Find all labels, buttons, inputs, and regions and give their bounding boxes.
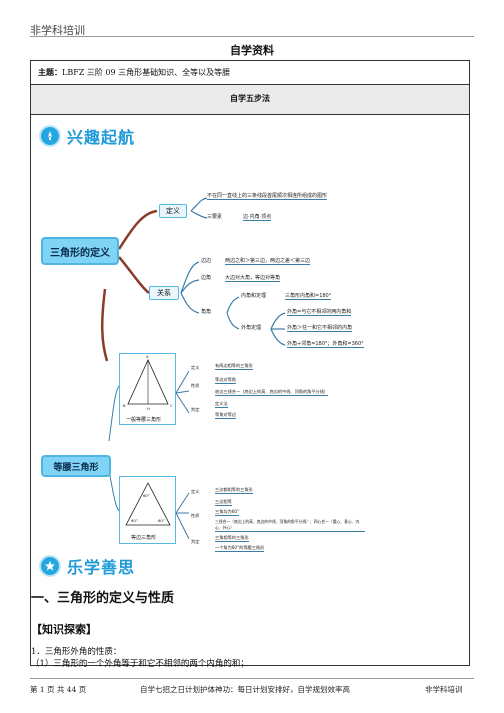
node-definition: 定义 xyxy=(159,204,187,218)
side-angle-label: 边角 xyxy=(201,275,212,281)
isosceles-figure: A B C H 一般等腰三角形 xyxy=(119,353,176,425)
mindmap-lines xyxy=(100,197,286,540)
eq-def-text: 三边都相等的三角形 xyxy=(215,487,253,494)
node-isosceles: 等腰三角形 xyxy=(41,455,111,477)
iso-prop-1: 等边对等角 xyxy=(215,377,236,384)
tri-label-b: B xyxy=(123,403,126,408)
header-brand: 非学科培训 xyxy=(30,24,85,37)
iso-def-text: 有两边相等的三角形 xyxy=(215,363,253,370)
iso-prop: 性质 xyxy=(191,383,200,388)
paragraph-1: 1．三角形外角的性质： xyxy=(31,647,122,657)
banner-think: 乐学善思 xyxy=(39,553,135,579)
rocket-icon xyxy=(39,125,61,147)
outer-1: 外角=与它不相邻的两内角和 xyxy=(287,309,352,316)
section-title: 一、三角形的定义与性质 xyxy=(31,591,175,606)
iso-def: 定义 xyxy=(191,365,200,370)
side-text: 两边之和＞第三边，两边之差＜第三边 xyxy=(225,258,311,265)
eq-prop-3: 三线合一（底边上的高、底边的中线、顶角的角平分线）；四心合一（重心、垂心、内心、… xyxy=(215,519,365,532)
star-icon xyxy=(39,555,61,577)
angle-label: 角角 xyxy=(201,309,212,315)
side-angle-text: 大边对大角，等边对等角 xyxy=(225,275,281,282)
angle-top: 60° xyxy=(143,493,150,498)
topic-row: 主题：LBFZ 三阶 09 三角形基础知识、全等以及等腰 xyxy=(31,61,469,85)
angle-right: 60° xyxy=(158,518,165,523)
eq-judge-2: 一个角为60°的等腰三角形 xyxy=(215,545,265,552)
footer-page: 第 1 页 共 44 页 xyxy=(30,685,87,694)
eq-judge: 判定 xyxy=(191,539,200,544)
outer-2: 外角＞任一和它不相邻的内角 xyxy=(287,325,353,332)
elements-text: 边·内角·顶点 xyxy=(243,214,272,221)
footer-rule xyxy=(30,678,474,679)
equilateral-figure: 60° 60° 60° 等边三角形 xyxy=(119,476,176,544)
banner-think-text: 乐学善思 xyxy=(67,558,136,577)
paragraph-2: （1）三角形的一个外角等于和它不相邻的两个内角的和； xyxy=(31,659,249,669)
doc-title: 自学资料 xyxy=(230,44,274,57)
topic-label: 主题： xyxy=(38,67,62,77)
topic-text: LBFZ 三阶 09 三角形基础知识、全等以及等腰 xyxy=(62,68,231,77)
banner-interest-text: 兴趣起航 xyxy=(67,128,136,147)
steps-row: 自学五步法 xyxy=(31,85,469,115)
tri-label-a: A xyxy=(146,354,149,359)
eq-caption: 等边三角形 xyxy=(131,535,157,541)
angle-left: 60° xyxy=(131,518,138,523)
footer-brand: 非学科培训 xyxy=(425,685,463,694)
iso-prop-2: 底边三线合一（底边上的高、底边的中线、顶角的角平分线） xyxy=(215,389,329,396)
iso-judge-1: 定义法 xyxy=(215,401,228,408)
side-label: 边边 xyxy=(201,258,212,264)
iso-judge: 判定 xyxy=(191,407,200,412)
eq-prop-1: 三边相等 xyxy=(215,499,232,506)
outer-label: 外角定理 xyxy=(241,325,262,331)
content-frame: 主题：LBFZ 三阶 09 三角形基础知识、全等以及等腰 自学五步法 兴趣起航 xyxy=(30,60,470,669)
tri-label-c: C xyxy=(170,403,173,408)
outer-3: 外角+邻角=180°；外角和=360° xyxy=(287,341,364,348)
iso-judge-2: 等角对等边 xyxy=(215,412,236,419)
node-relation: 关系 xyxy=(149,286,179,300)
inner-label: 内角和定理 xyxy=(241,293,267,299)
tri-label-h: H xyxy=(147,406,150,411)
def-text: 不在同一直线上的三条线段首尾顺次相连所组成的图形 xyxy=(207,193,328,200)
knowledge-title: 【知识探索】 xyxy=(31,623,97,636)
eq-prop: 性质 xyxy=(191,513,200,518)
inner-text: 三角形内角和=180° xyxy=(285,293,332,300)
elements-label: 三要素 xyxy=(207,214,223,220)
eq-prop-2: 三角均为60° xyxy=(215,509,240,516)
iso-caption: 一般等腰三角形 xyxy=(126,417,162,423)
header-rule xyxy=(30,36,474,37)
eq-judge-1: 三角相等的三角形 xyxy=(215,535,249,542)
footer-slogan: 自学七招之日计划护体神功：每日计划安排好，自学规划效率高 xyxy=(140,685,350,694)
node-triangle-definition: 三角形的定义 xyxy=(41,237,119,265)
banner-interest: 兴趣起航 xyxy=(39,123,135,149)
eq-def: 定义 xyxy=(191,489,200,494)
